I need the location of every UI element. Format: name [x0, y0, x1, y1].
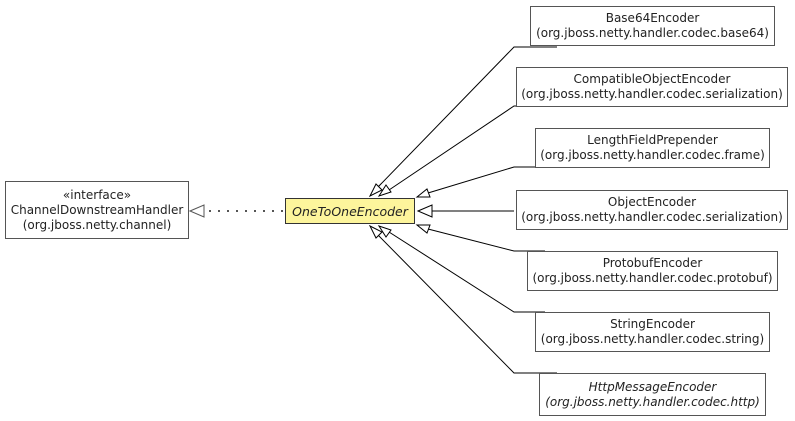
edge-lengthfieldprepender: [427, 166, 545, 194]
edge-protobufencoder: [427, 228, 545, 252]
class-name: LengthFieldPrepender: [587, 133, 718, 147]
class-package: (org.jboss.netty.handler.codec.http): [545, 394, 760, 409]
class-node-stringencoder[interactable]: StringEncoder (org.jboss.netty.handler.c…: [535, 312, 770, 352]
class-package: (org.jboss.netty.handler.codec.string): [540, 332, 765, 346]
arrowhead-objectencoder: [416, 204, 433, 218]
center-class-name: OneToOneEncoder: [292, 203, 408, 219]
class-package: (org.jboss.netty.handler.codec.protobuf): [532, 271, 773, 285]
edge-compatibleobjectencoder: [388, 105, 544, 191]
arrowhead-compatibleobjectencoder: [377, 184, 392, 197]
edge-stringencoder: [388, 231, 545, 313]
class-package: (org.jboss.netty.handler.codec.base64): [536, 26, 769, 40]
arrowhead-lengthfieldprepender: [415, 188, 431, 198]
class-node-protobufencoder[interactable]: ProtobufEncoder (org.jboss.netty.handler…: [527, 251, 778, 291]
class-node-objectencoder[interactable]: ObjectEncoder (org.jboss.netty.handler.c…: [516, 190, 788, 230]
class-node-httpmessageencoder[interactable]: HttpMessageEncoder (org.jboss.netty.hand…: [539, 373, 766, 416]
interface-package: (org.jboss.netty.channel): [22, 217, 172, 232]
arrowhead-stringencoder: [377, 225, 392, 238]
arrowhead-base64encoder: [368, 183, 383, 198]
interface-stereotype: «interface»: [62, 187, 132, 202]
class-name: Base64Encoder: [605, 11, 700, 25]
realization-arrowhead: [188, 204, 205, 218]
class-package: (org.jboss.netty.handler.codec.serializa…: [521, 87, 783, 101]
class-node-lengthfieldprepender[interactable]: LengthFieldPrepender (org.jboss.netty.ha…: [535, 128, 770, 168]
class-node-compatibleobjectencoder[interactable]: CompatibleObjectEncoder (org.jboss.netty…: [516, 67, 788, 107]
class-package: (org.jboss.netty.handler.codec.serializa…: [521, 210, 783, 224]
interface-node-channeldownstreamhandler[interactable]: «interface» ChannelDownstreamHandler (or…: [5, 181, 189, 239]
edge-base64encoder: [377, 46, 557, 188]
interface-name: ChannelDownstreamHandler: [10, 202, 184, 217]
arrowhead-httpmessageencoder: [368, 224, 383, 239]
class-name: HttpMessageEncoder: [588, 379, 717, 394]
class-name: ProtobufEncoder: [602, 256, 703, 270]
class-package: (org.jboss.netty.handler.codec.frame): [540, 148, 765, 162]
class-node-onetooneencoder[interactable]: OneToOneEncoder: [285, 198, 415, 224]
class-name: CompatibleObjectEncoder: [573, 72, 731, 86]
class-name: StringEncoder: [610, 317, 695, 331]
arrowhead-protobufencoder: [415, 224, 431, 234]
class-node-base64encoder[interactable]: Base64Encoder (org.jboss.netty.handler.c…: [530, 6, 775, 46]
class-name: ObjectEncoder: [607, 195, 697, 209]
